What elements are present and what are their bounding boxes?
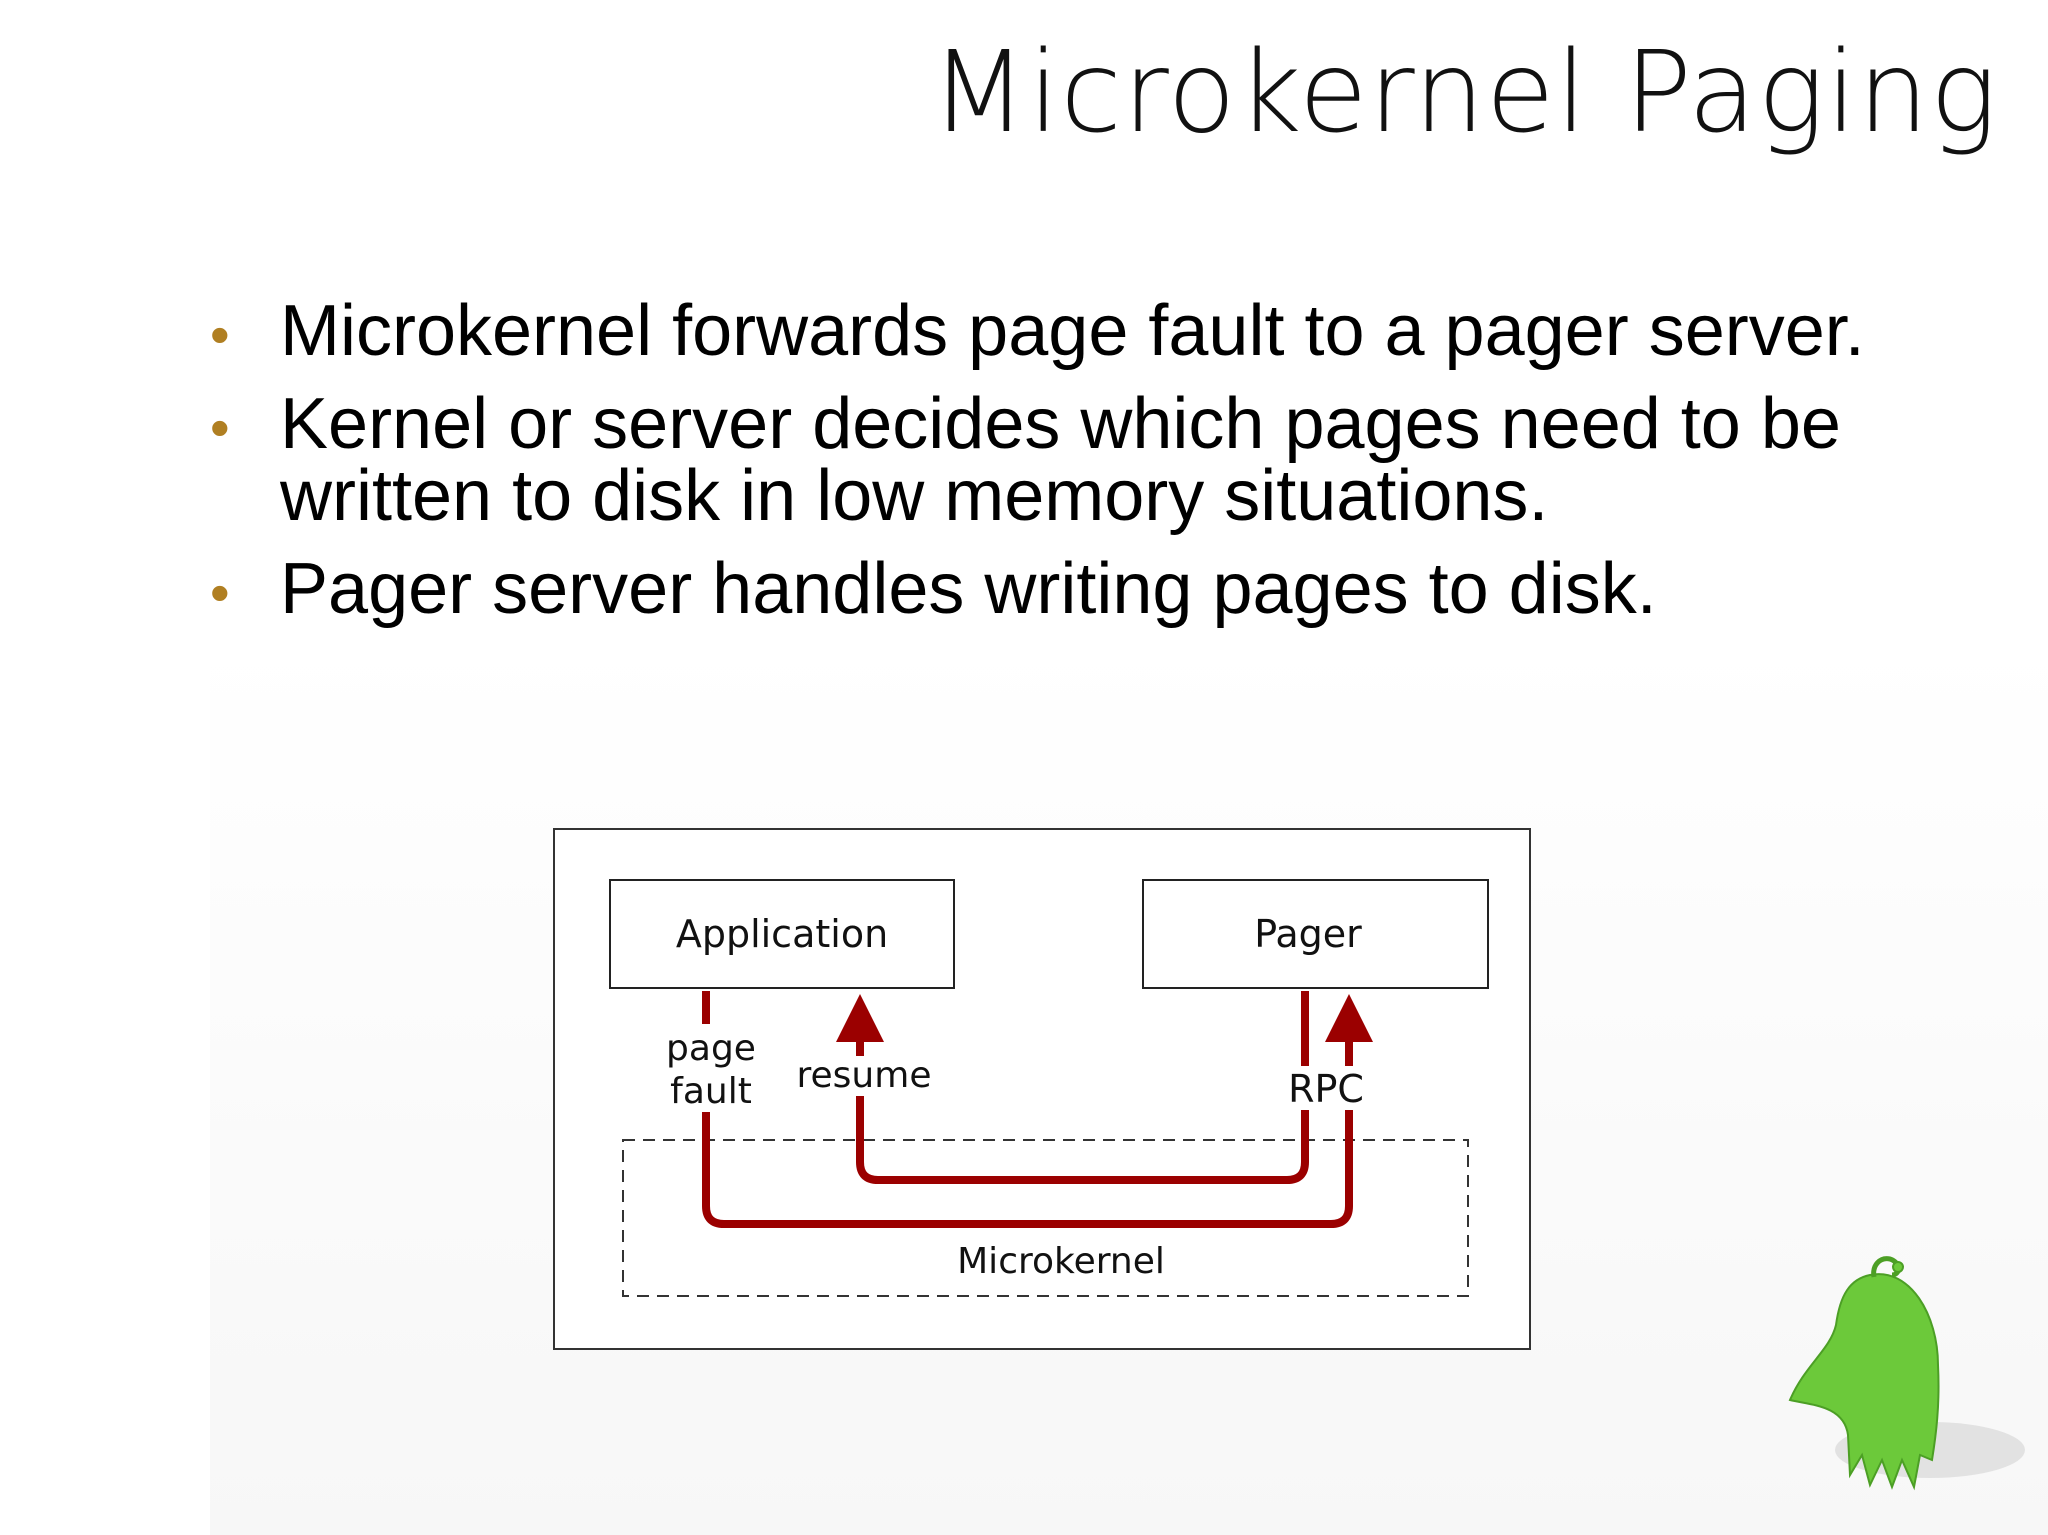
application-box — [609, 879, 955, 989]
bullet-dot-icon: • — [210, 303, 230, 366]
bullet-item: • Microkernel forwards page fault to a p… — [205, 295, 1905, 367]
pager-label: Pager — [1254, 912, 1362, 956]
microkernel-label: Microkernel — [957, 1241, 1165, 1282]
bullet-dot-icon: • — [210, 561, 230, 624]
bullet-dot-icon: • — [210, 396, 230, 459]
microkernel-region — [622, 1139, 1469, 1297]
resume-arrow — [836, 991, 1309, 1184]
bullet-text: Microkernel forwards page fault to a pag… — [280, 291, 1865, 371]
bullet-item: • Kernel or server decides which pages n… — [205, 388, 1905, 532]
bullet-text: Kernel or server decides which pages nee… — [280, 384, 1841, 536]
resume-label-bg — [791, 1056, 937, 1096]
rpc-label-bg — [1281, 1066, 1371, 1110]
bullet-text: Pager server handles writing pages to di… — [280, 549, 1657, 629]
pager-box — [1142, 879, 1489, 989]
resume-label: resume — [797, 1055, 932, 1096]
bullet-list: • Microkernel forwards page fault to a p… — [205, 295, 1905, 646]
microkernel-paging-diagram: Application Pager page fault resume RPC … — [553, 828, 1531, 1350]
page-fault-arrow — [702, 991, 1373, 1228]
page-fault-label-bg — [661, 1024, 759, 1112]
bullet-item: • Pager server handles writing pages to … — [205, 553, 1905, 625]
rpc-label: RPC — [1288, 1067, 1364, 1111]
page-fault-label-line1: page — [666, 1028, 756, 1069]
application-label: Application — [676, 912, 888, 956]
page-fault-label-line2: fault — [670, 1071, 752, 1112]
green-mascot-icon — [1788, 1256, 2025, 1491]
slide-title: Microkernel Paging — [930, 28, 1998, 158]
